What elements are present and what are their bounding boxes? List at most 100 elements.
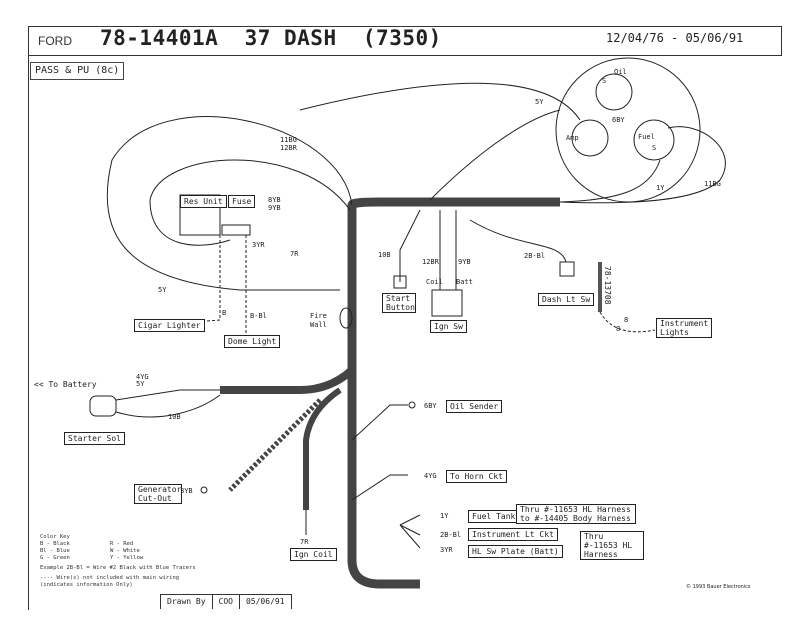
section-label: PASS & PU (8c) <box>30 62 124 80</box>
upper-harness-branch <box>347 197 560 209</box>
5y-loop <box>106 116 353 291</box>
right-branch-wires <box>399 514 421 549</box>
color-key-cell: Bl - Blue <box>40 548 70 554</box>
horn-ckt-label: To Horn Ckt <box>446 470 507 483</box>
generator-harness-branch <box>228 398 322 492</box>
wire-4yg: 4YG <box>136 373 149 381</box>
wire-12br-top: 12BR <box>280 144 297 152</box>
generator-terminal <box>200 486 208 494</box>
part-number: 78-14401A <box>100 26 219 50</box>
ign-sw-block <box>431 289 463 317</box>
wire-6by: 6BY <box>612 116 625 124</box>
starter-sol-label: Starter Sol <box>64 432 125 445</box>
wire-8-a: 8 <box>624 316 629 324</box>
color-key-note: ---- Wire(s) not included with main wiri… <box>40 575 180 588</box>
wire-5y: 5Y <box>136 380 145 388</box>
dash-lt-sw-block <box>559 261 575 277</box>
start-button-label: Start Button <box>382 293 416 313</box>
main-harness-trunk <box>347 205 420 589</box>
ign-wires <box>439 210 457 290</box>
11bg-right-loop <box>559 126 726 204</box>
part-78-13708-label: 78-13708 <box>603 266 612 305</box>
fuse-block <box>221 224 251 236</box>
wire-2b-bl: 2B-Bl <box>524 252 546 260</box>
cigar-lighter-label: Cigar Lighter <box>134 319 205 332</box>
oil-sender-terminal <box>408 401 416 409</box>
wire-3yr-right: 3YR <box>440 546 453 554</box>
drawn-by-value: COO <box>213 595 240 609</box>
color-key: Color Key B - Black R - Red Bl - Blue W - … <box>40 534 200 589</box>
wire-7r: 7R <box>290 250 299 258</box>
oil-gauge-label: Oil <box>614 68 627 76</box>
color-key-cell: B - Black <box>40 541 70 547</box>
oil-sender-wire <box>351 404 408 441</box>
generator-cutout-label: Generator Cut-Out <box>134 484 182 504</box>
batt-terminal-label: Batt <box>456 278 473 286</box>
fuse-label: Fuse <box>228 195 256 208</box>
horn-wire <box>351 474 408 501</box>
color-key-row: Bl - Blue W - White <box>40 548 200 555</box>
cigar-lighter-dashed <box>194 235 221 323</box>
starter-sol-block <box>89 395 117 417</box>
color-key-cell: G - Green <box>40 555 70 561</box>
start-wire <box>399 209 421 282</box>
footer-date: 05/06/91 <box>240 595 292 609</box>
drawn-by-label: Drawn By <box>161 595 213 609</box>
coil-harness-branch <box>303 387 342 510</box>
wire-5y-left: 5Y <box>158 286 167 294</box>
wire-1y: 1Y <box>656 184 665 192</box>
instrument-lights-label: Instrument Lights <box>656 318 712 338</box>
wire-9yb-ign: 9YB <box>458 258 471 266</box>
wire-10b-sol: 10B <box>168 413 181 421</box>
color-key-row: B - Black R - Red <box>40 541 200 548</box>
wire-1y-right: 1Y <box>440 512 449 520</box>
amp-gauge <box>571 119 609 157</box>
fuel-gauge-label: Fuel <box>638 133 655 141</box>
wire-8-b: 8 <box>616 325 621 333</box>
fire-wall-label: Fire Wall <box>310 312 327 329</box>
color-key-cell: Y - Yellow <box>110 555 144 561</box>
wire-11bg-right: 11BG <box>704 180 721 188</box>
date-range: 12/04/76 - 05/06/91 <box>606 31 744 45</box>
wire-9yb: 9YB <box>268 204 281 212</box>
diagram-title: 37 DASH <box>244 26 337 50</box>
part-title: 78-14401A 37 DASH (7350) <box>100 26 442 50</box>
start-button-block <box>393 275 407 289</box>
ign-sw-label: Ign Sw <box>430 320 467 333</box>
ign-coil-label: Ign Coil <box>290 548 337 561</box>
footer-box: Drawn By COO 05/06/91 <box>160 594 292 609</box>
wire-7r-coil: 7R <box>300 538 309 546</box>
wire-11bg-top: 11BG <box>280 136 297 144</box>
11bg-loop <box>149 159 351 246</box>
5y-top-run <box>299 82 581 121</box>
code-label: (7350) <box>362 26 442 50</box>
res-unit-label: Res Unit <box>180 195 227 208</box>
color-key-cell: W - White <box>110 548 140 554</box>
2b-bl-wire <box>469 219 567 263</box>
wire-6by-right: 6BY <box>424 402 437 410</box>
make-label: FORD <box>38 34 72 48</box>
color-key-cell: R - Red <box>110 541 134 547</box>
gauge-cluster <box>555 57 701 203</box>
instrument-lt-ckt-label: Instrument Lt Ckt <box>468 528 558 541</box>
oil-sender-label: Oil Sender <box>446 400 503 413</box>
color-key-row: G - Green Y - Yellow <box>40 555 200 562</box>
title-bar <box>28 26 782 56</box>
color-key-title: Color Key <box>40 534 70 540</box>
wire-10b: 10B <box>378 251 391 259</box>
coil-terminal-label: Coil <box>426 278 443 286</box>
dash-lt-sw-label: Dash Lt Sw <box>538 293 595 306</box>
1y-to-fuel <box>559 159 661 203</box>
wire-3yr: 3YR <box>252 241 265 249</box>
left-harness-branch <box>220 366 355 394</box>
thru-fuel-note: Thru #-11653 HL Harness to #-14405 Body … <box>516 504 636 524</box>
dome-light-label: Dome Light <box>224 335 281 348</box>
wire-5y-top: 5Y <box>535 98 544 106</box>
oil-s-label: S <box>602 77 607 85</box>
fire-wall-grommet <box>339 307 353 329</box>
copyright: © 1993 Bauer Electronics <box>686 584 751 590</box>
wire-2b-bl-right: 2B-Bl <box>440 531 462 539</box>
starter-wires <box>115 389 220 401</box>
